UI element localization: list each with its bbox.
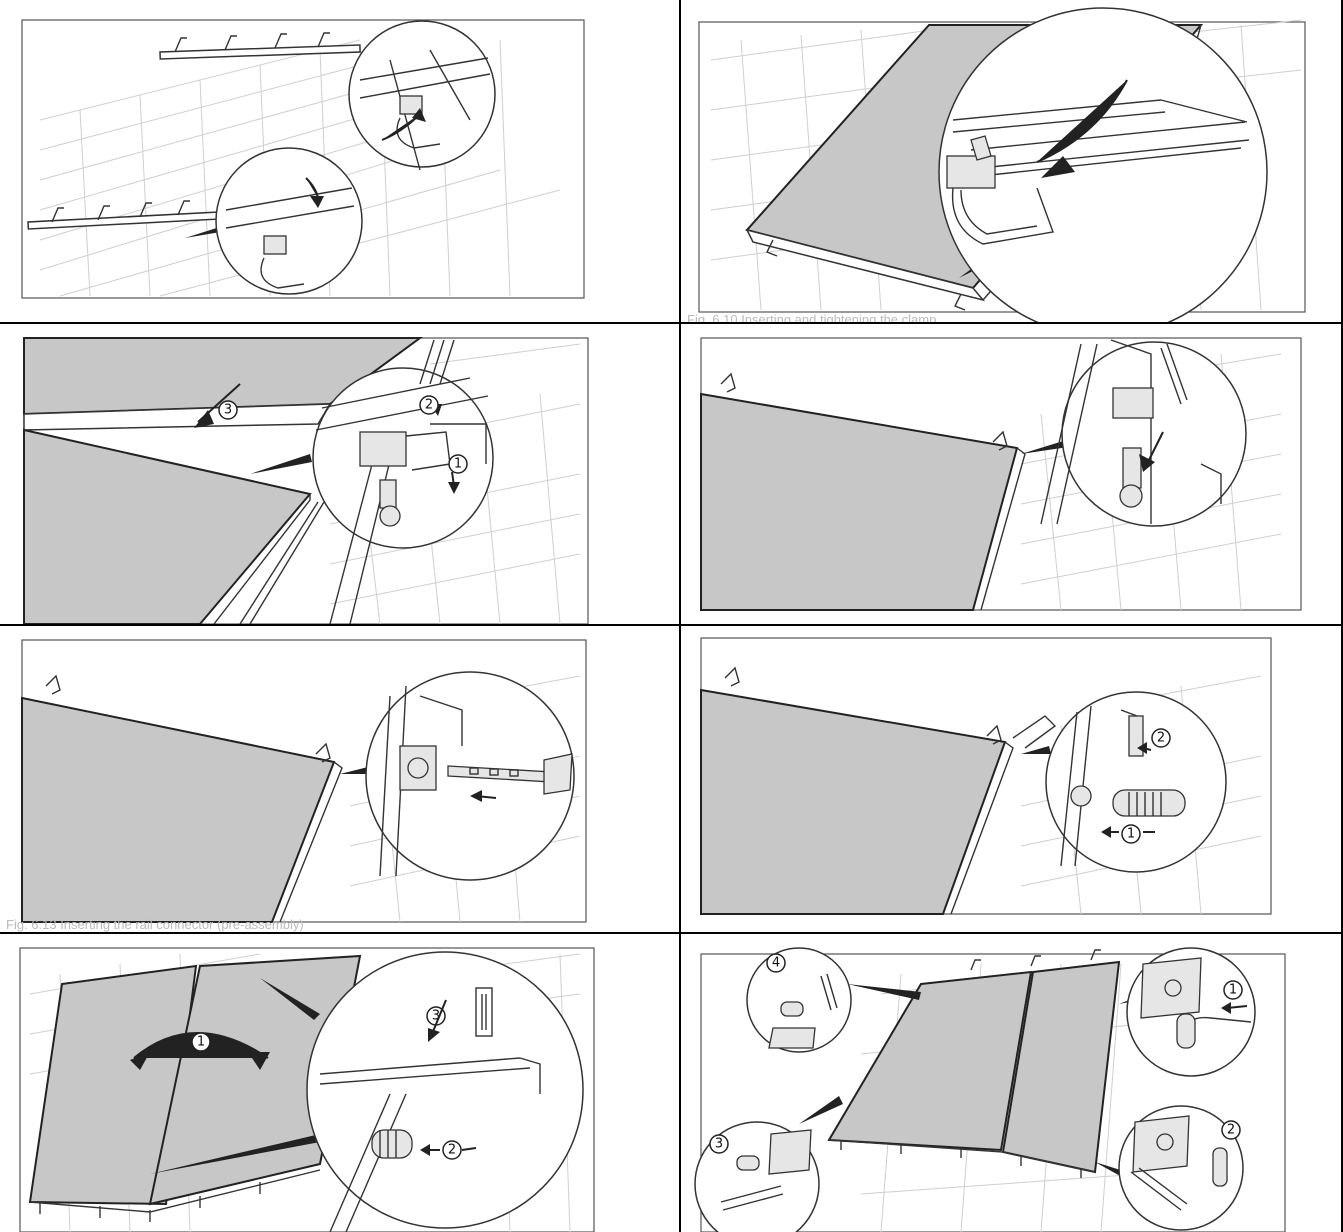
figure-2-collector-clamp: Fig. 6.10 Inserting and tightening the c…: [681, 0, 1343, 324]
figure-3-clamp-sequence: 3 2 1: [0, 324, 681, 626]
callout-3: 3: [715, 1137, 723, 1152]
callout-1: 1: [1229, 983, 1237, 998]
callout-3: 3: [224, 403, 232, 418]
callout-3: 3: [432, 1009, 440, 1024]
callout-2: 2: [425, 398, 433, 413]
figure-5-caption: Fig. 6.13 Inserting the rail connector (…: [6, 917, 304, 932]
figure-4-top-clamp: [681, 324, 1343, 626]
figure-1-mounting-hooks-rails: [0, 0, 681, 324]
figure-7-collector-coupling: 1 3 2: [0, 934, 681, 1232]
figure-5-rail-connector: Fig. 6.13 Inserting the rail connector (…: [0, 626, 681, 934]
callout-1: 1: [197, 1035, 205, 1050]
figure-8-hydraulic-connections: 4 1 3 2: [681, 934, 1343, 1232]
figure-6-connector-insertion: 2 1: [681, 626, 1343, 934]
callout-2: 2: [448, 1143, 456, 1158]
callout-1: 1: [1127, 827, 1135, 842]
callout-1: 1: [454, 457, 462, 472]
callout-2: 2: [1227, 1123, 1235, 1138]
figure-2-caption: Fig. 6.10 Inserting and tightening the c…: [687, 312, 937, 324]
callout-2: 2: [1157, 731, 1165, 746]
callout-4: 4: [772, 956, 780, 971]
